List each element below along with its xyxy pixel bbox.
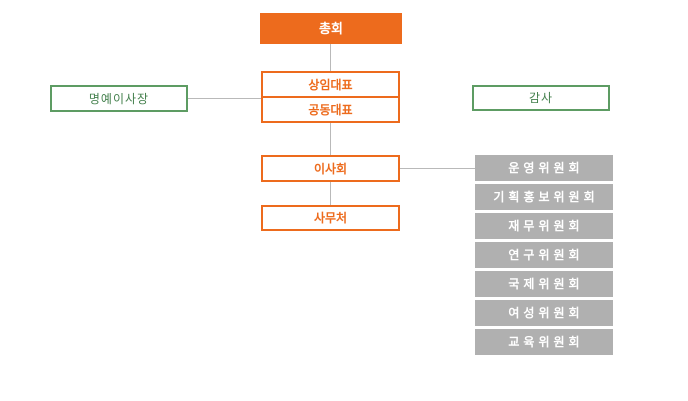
connector-honorary-to-reps [188,98,261,99]
node-committee-finance: 재무위원회 [475,213,613,239]
node-secretariat: 사무처 [261,205,400,231]
node-auditor: 감사 [472,85,610,111]
node-standing-representative: 상임대표 [308,77,353,92]
connector-board-to-secretariat [330,182,331,205]
reps-divider [263,96,398,98]
node-committee-planning-pr: 기획홍보위원회 [475,184,613,210]
node-committee-international: 국제위원회 [475,271,613,297]
connector-board-to-committees [400,168,475,169]
connector-reps-to-board [330,123,331,155]
node-committee-education: 교육위원회 [475,329,613,355]
node-board-of-directors: 이사회 [261,155,400,182]
node-committee-research: 연구위원회 [475,242,613,268]
node-co-representative: 공동대표 [308,102,353,117]
node-honorary-chairman: 명예이사장 [50,85,188,112]
connector-assembly-to-reps [330,44,331,71]
node-general-assembly: 총회 [260,13,402,44]
node-committee-operations: 운영위원회 [475,155,613,181]
node-committee-women: 여성위원회 [475,300,613,326]
node-representatives-stack: 상임대표 공동대표 [261,71,400,123]
